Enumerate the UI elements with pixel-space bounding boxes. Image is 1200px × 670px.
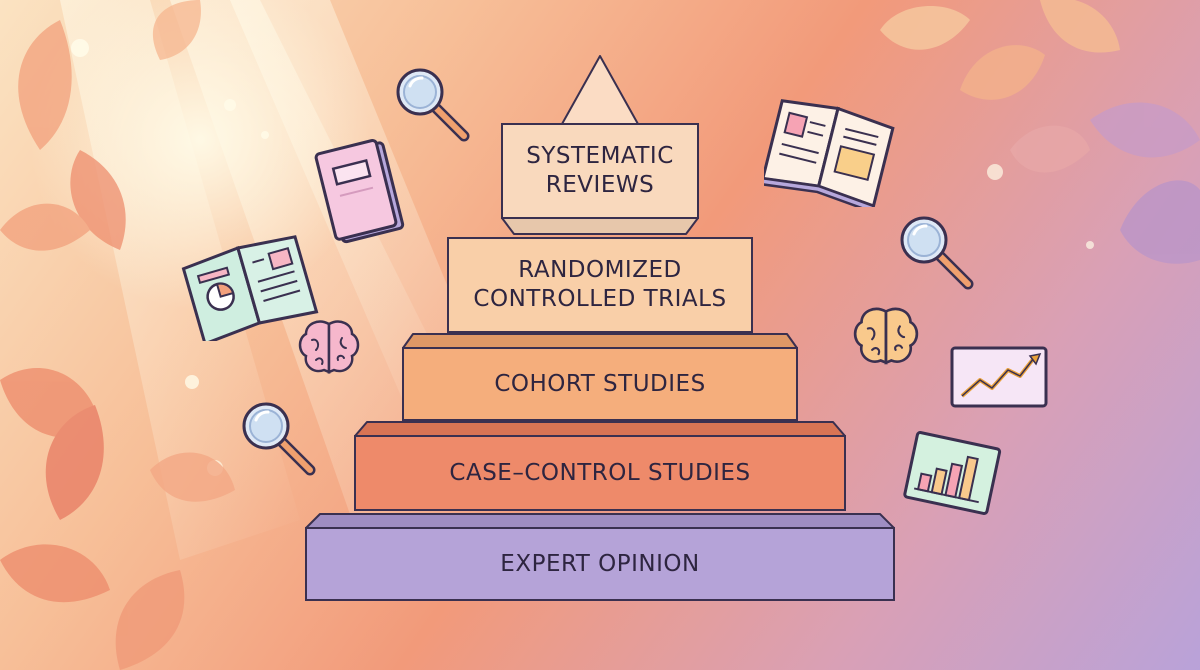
magnifier-icon xyxy=(242,402,316,476)
brain-icon xyxy=(298,320,360,374)
pyramid-peak xyxy=(561,55,639,125)
tier-5-label: EXPERT OPINION xyxy=(306,528,894,600)
tier-top-band xyxy=(305,513,895,529)
magnifier-icon xyxy=(396,68,470,142)
tier-4-face xyxy=(354,435,846,511)
tier-5-face xyxy=(305,527,895,601)
tier-3-label: COHORT STUDIES xyxy=(403,348,797,420)
tier-top-band xyxy=(402,333,798,349)
leaf-cluster-top-left xyxy=(0,0,201,251)
book-icon xyxy=(314,138,405,244)
magnifier-icon xyxy=(900,216,974,290)
tier-label-line: REVIEWS xyxy=(545,172,655,198)
tier-label-line: EXPERT OPINION xyxy=(500,550,700,577)
tier-label-line: CONTROLLED TRIALS xyxy=(473,286,727,312)
tier-label-line: SYSTEMATIC xyxy=(526,143,674,170)
sparkle xyxy=(185,375,199,389)
tier-4-label: CASE–CONTROL STUDIES xyxy=(355,436,845,510)
sparkle xyxy=(71,39,89,57)
brain-icon xyxy=(853,307,919,365)
tier-label-line: COHORT STUDIES xyxy=(494,370,706,397)
sparkle xyxy=(224,99,236,111)
tier-bevel xyxy=(501,217,699,235)
tier-3-face xyxy=(402,347,798,421)
leaf-cluster-right xyxy=(1010,102,1200,264)
leaf-cluster-bottom-left xyxy=(0,368,235,670)
sparkle xyxy=(987,164,1003,180)
open-book-icon xyxy=(181,235,319,341)
tier-label-line: RANDOMIZED xyxy=(518,257,682,284)
bar-chart-icon xyxy=(903,431,1002,515)
tier-2-face xyxy=(447,237,753,333)
open-book-icon xyxy=(764,99,895,207)
sparkle xyxy=(1086,241,1094,249)
line-chart-icon xyxy=(950,346,1048,408)
tier-top-band xyxy=(354,421,846,437)
tier-1-face xyxy=(501,123,699,219)
leaf-cluster-top-right xyxy=(880,0,1120,100)
sparkle xyxy=(261,131,269,139)
tier-label-line: CASE–CONTROL STUDIES xyxy=(449,459,751,486)
